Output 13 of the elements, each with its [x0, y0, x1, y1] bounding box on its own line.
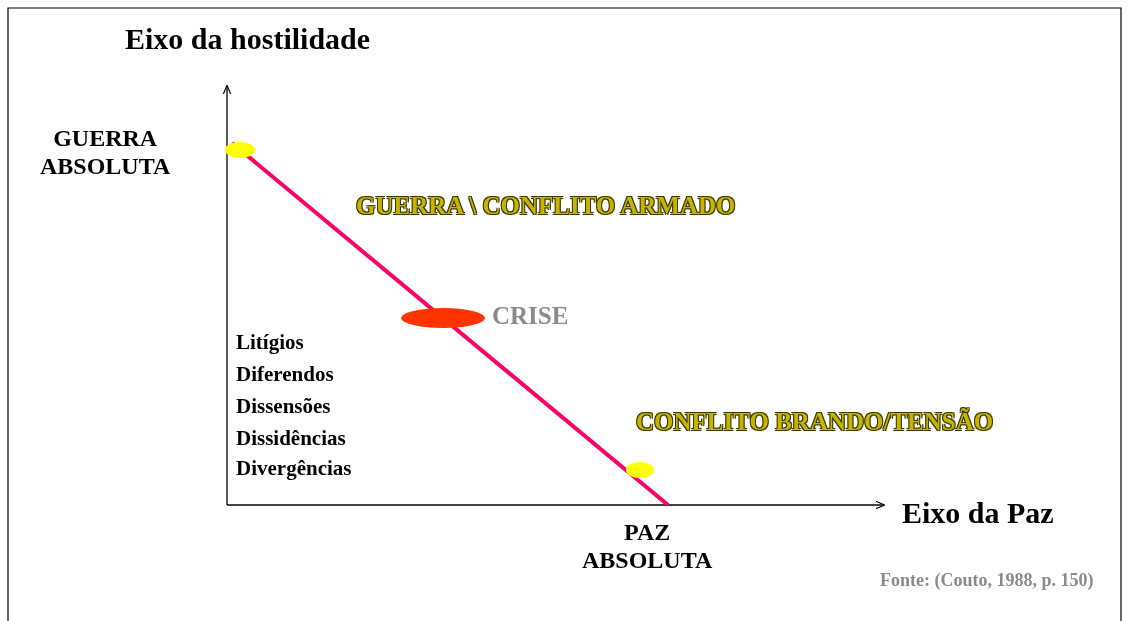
zone-label: CONFLITO BRANDO/TENSÃO: [636, 408, 994, 436]
list-item: Litígios: [236, 330, 304, 355]
list-item: Divergências: [236, 456, 352, 481]
list-item: Dissidências: [236, 426, 346, 451]
axis-title: Eixo da Paz: [902, 496, 1054, 530]
list-item: Diferendos: [236, 362, 334, 387]
axis-end-label: GUERRA ABSOLUTA: [40, 124, 171, 180]
list-item: Dissensões: [236, 394, 331, 419]
axis-title: Eixo da hostilidade: [125, 22, 371, 56]
zone-label: CRISE: [492, 302, 569, 330]
source-note: Fonte: (Couto, 1988, p. 150): [880, 570, 1094, 591]
axis-end-label: PAZ ABSOLUTA: [582, 518, 713, 574]
zone-label: GUERRA \ CONFLITO ARMADO: [356, 192, 736, 220]
